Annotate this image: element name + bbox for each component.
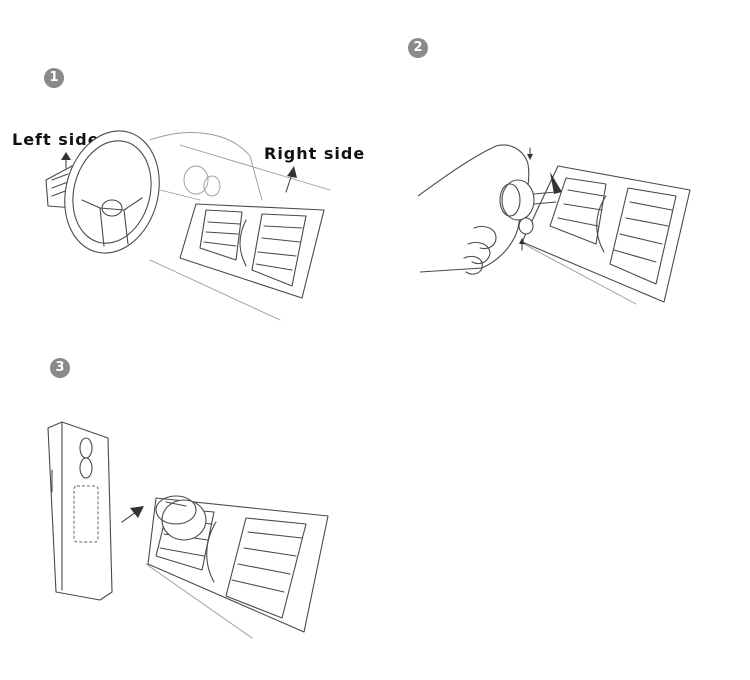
magnetic-mount-icon (499, 179, 557, 235)
arrow-icon (519, 147, 562, 251)
phone-attach-illustration (47, 421, 329, 639)
step-2-badge: 2 (408, 38, 428, 58)
step-1-badge: 1 (44, 68, 64, 88)
vent-clip-illustration (417, 144, 691, 305)
hand-icon (417, 144, 530, 275)
step-3-panel: 3 (0, 352, 400, 652)
dashboard-illustration (45, 130, 331, 321)
step-3-badge: 3 (50, 358, 70, 378)
arrow-icon (121, 506, 144, 523)
air-vent-icon (519, 165, 691, 305)
phone-icon (47, 421, 113, 601)
step-1-panel: 1 Left side Right side (0, 60, 380, 321)
arrow-icon (285, 166, 297, 193)
steering-wheel-icon (64, 130, 160, 254)
left-side-label: Left side (12, 130, 100, 149)
step-2-panel: 2 (400, 30, 730, 320)
gauge-cluster (183, 165, 221, 197)
air-vent-icon (179, 203, 325, 299)
arrow-icon (61, 152, 71, 169)
right-side-label: Right side (264, 144, 366, 163)
magnetic-mount-icon (155, 495, 207, 541)
